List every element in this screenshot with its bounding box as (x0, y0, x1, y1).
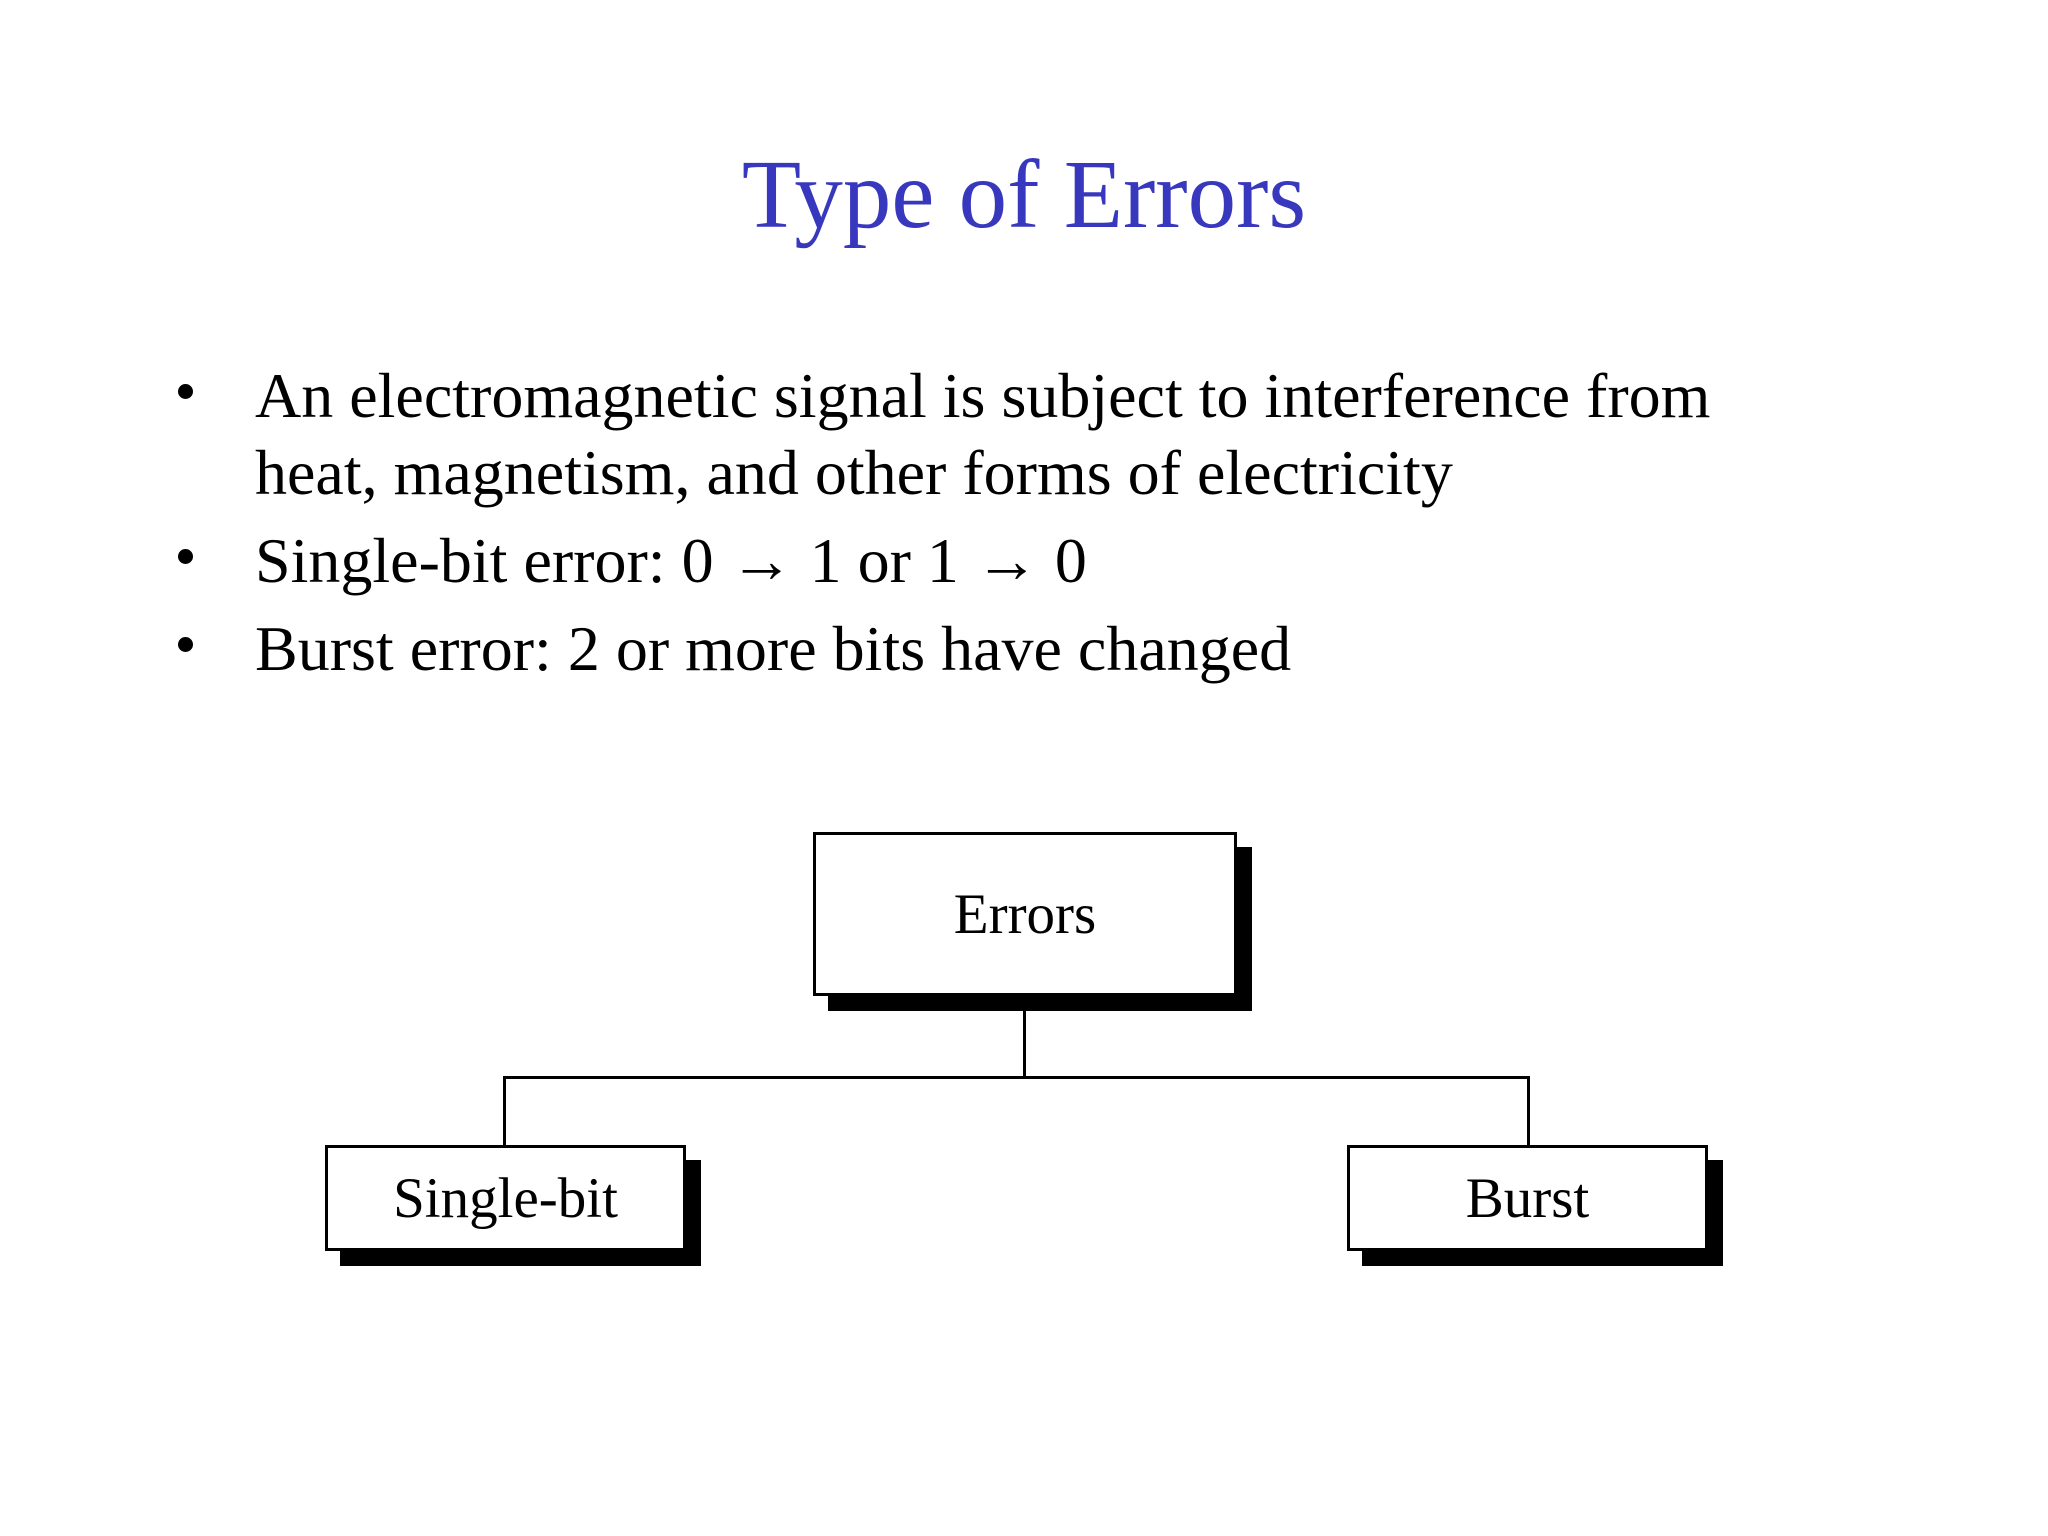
connector-right-drop (1527, 1078, 1530, 1146)
connector-left-drop (503, 1078, 506, 1146)
diagram-box-errors-label: Errors (953, 882, 1097, 946)
bullet-item-single-bit-error: Single-bit error: 0 → 1 or 1 → 0 (150, 522, 1870, 599)
bullet-line: Burst error: 2 or more bits have changed (255, 613, 1292, 684)
bullet-line: An electromagnetic signal is subject to … (255, 360, 1711, 431)
connector-horizontal-bar (503, 1076, 1530, 1079)
diagram-box-single-bit-label: Single-bit (393, 1166, 618, 1230)
bullet-list: An electromagnetic signal is subject to … (150, 357, 1870, 698)
slide-title: Type of Errors (741, 141, 1307, 248)
bullet-line: heat, magnetism, and other forms of elec… (255, 437, 1453, 508)
diagram-box-burst-label: Burst (1465, 1166, 1590, 1230)
connector-root-stub (1023, 996, 1026, 1077)
diagram-box-errors: Errors (813, 832, 1237, 996)
diagram-box-single-bit: Single-bit (325, 1145, 686, 1251)
diagram-box-burst: Burst (1347, 1145, 1708, 1251)
bullet-item-electromagnetic: An electromagnetic signal is subject to … (150, 357, 1870, 511)
bullet-item-burst-error: Burst error: 2 or more bits have changed (150, 610, 1870, 687)
bullet-line: Single-bit error: 0 → 1 or 1 → 0 (255, 525, 1087, 596)
